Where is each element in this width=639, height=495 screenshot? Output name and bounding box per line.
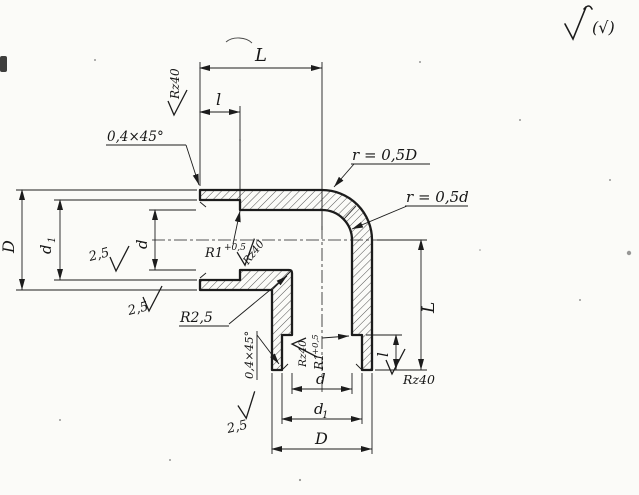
scan-dot — [59, 419, 61, 421]
dim-label-outer-dia-left: D — [0, 240, 18, 254]
dim-label-counterbore-dia-bottom-sub: 1 — [322, 410, 328, 421]
dim-label-counterbore-dia-left: d — [37, 244, 55, 254]
chamfer-note-bottom: 0,4×45° — [242, 331, 256, 379]
step-radius-tol-horizontal: +0,5 — [224, 243, 246, 253]
surface-finish-alt-label: (√) — [592, 18, 615, 37]
dim-label-outer-dia-bottom: D — [314, 429, 328, 448]
scan-dot — [239, 139, 241, 141]
scan-dot — [479, 249, 481, 251]
leader-chamfer-bottom — [256, 334, 280, 365]
scan-dot — [519, 119, 521, 121]
fillet-radius-note: R2,5 — [179, 310, 213, 326]
pencil-squiggle — [225, 37, 253, 44]
dim-label-length-top: L — [254, 45, 267, 66]
step-radius-note-horizontal: R1 — [204, 246, 223, 261]
elbow-part-section — [198, 188, 374, 372]
scan-dot — [419, 61, 421, 63]
chamfer-edge-marks — [199, 201, 362, 370]
roughness-label-ra25-left-1: 2,5 — [86, 245, 111, 265]
surface-finish-icon-hook — [583, 5, 593, 10]
leader-R25 — [228, 275, 288, 325]
surface-finish-icon — [564, 6, 587, 41]
dim-label-length-right: L — [419, 302, 439, 314]
dimension-lines — [19, 65, 424, 452]
leader-lines — [106, 144, 468, 380]
scan-dot — [94, 59, 96, 61]
scan-artifacts — [0, 37, 632, 482]
leader-chamfer-left — [185, 144, 200, 186]
roughness-label-ra25-left-2: 2,5 — [125, 299, 150, 319]
elbow-outer-wall-section — [198, 188, 374, 372]
step-radius-note-vertical: R1 — [312, 353, 326, 371]
dim-label-bore-depth-top: l — [216, 90, 221, 109]
roughness-label-rz40-bottom-right: Rz40 — [402, 372, 435, 387]
radius-note-outer: r = 0,5D — [352, 146, 417, 164]
roughness-label-rz40-bore-vertical: Rz40 — [297, 340, 309, 368]
miter-line-outer — [343, 205, 357, 220]
roughness-check-icon — [109, 245, 130, 272]
scan-dot — [609, 179, 611, 181]
scan-dot — [626, 250, 632, 256]
roughness-label-ra25-bottom-left: 2,5 — [225, 418, 250, 437]
centerlines — [152, 226, 398, 392]
text-labels: L l 0,4×45° Rz40 r = 0,5D r = 0,5d D d 1… — [0, 45, 469, 448]
dim-label-bore-dia-bottom: d — [316, 370, 326, 388]
roughness-label-rz40-top-left: Rz40 — [168, 68, 182, 100]
extension-lines — [16, 62, 427, 454]
scan-dot — [169, 459, 171, 461]
leader-r-outer — [333, 163, 355, 188]
dim-label-counterbore-dia-bottom: d — [314, 400, 324, 418]
scan-dot — [298, 478, 302, 482]
dim-label-counterbore-dia-left-sub: 1 — [47, 237, 58, 243]
dim-label-bore-depth-right: l — [374, 352, 392, 357]
general-surface-finish-note: (√) — [564, 5, 615, 41]
leader-R1-horizontal — [232, 210, 241, 245]
leader-r-inner — [351, 205, 408, 230]
chamfer-note-left: 0,4×45° — [107, 129, 164, 145]
leader-R1-vertical — [321, 333, 350, 340]
scan-dot — [579, 299, 581, 301]
radius-note-inner: r = 0,5d — [406, 188, 469, 206]
roughness-check-icon — [235, 390, 260, 420]
step-radius-tol-vertical: +0,5 — [311, 334, 321, 355]
dim-label-bore-dia-left: d — [133, 239, 151, 249]
scan-edge-mark — [0, 56, 7, 72]
